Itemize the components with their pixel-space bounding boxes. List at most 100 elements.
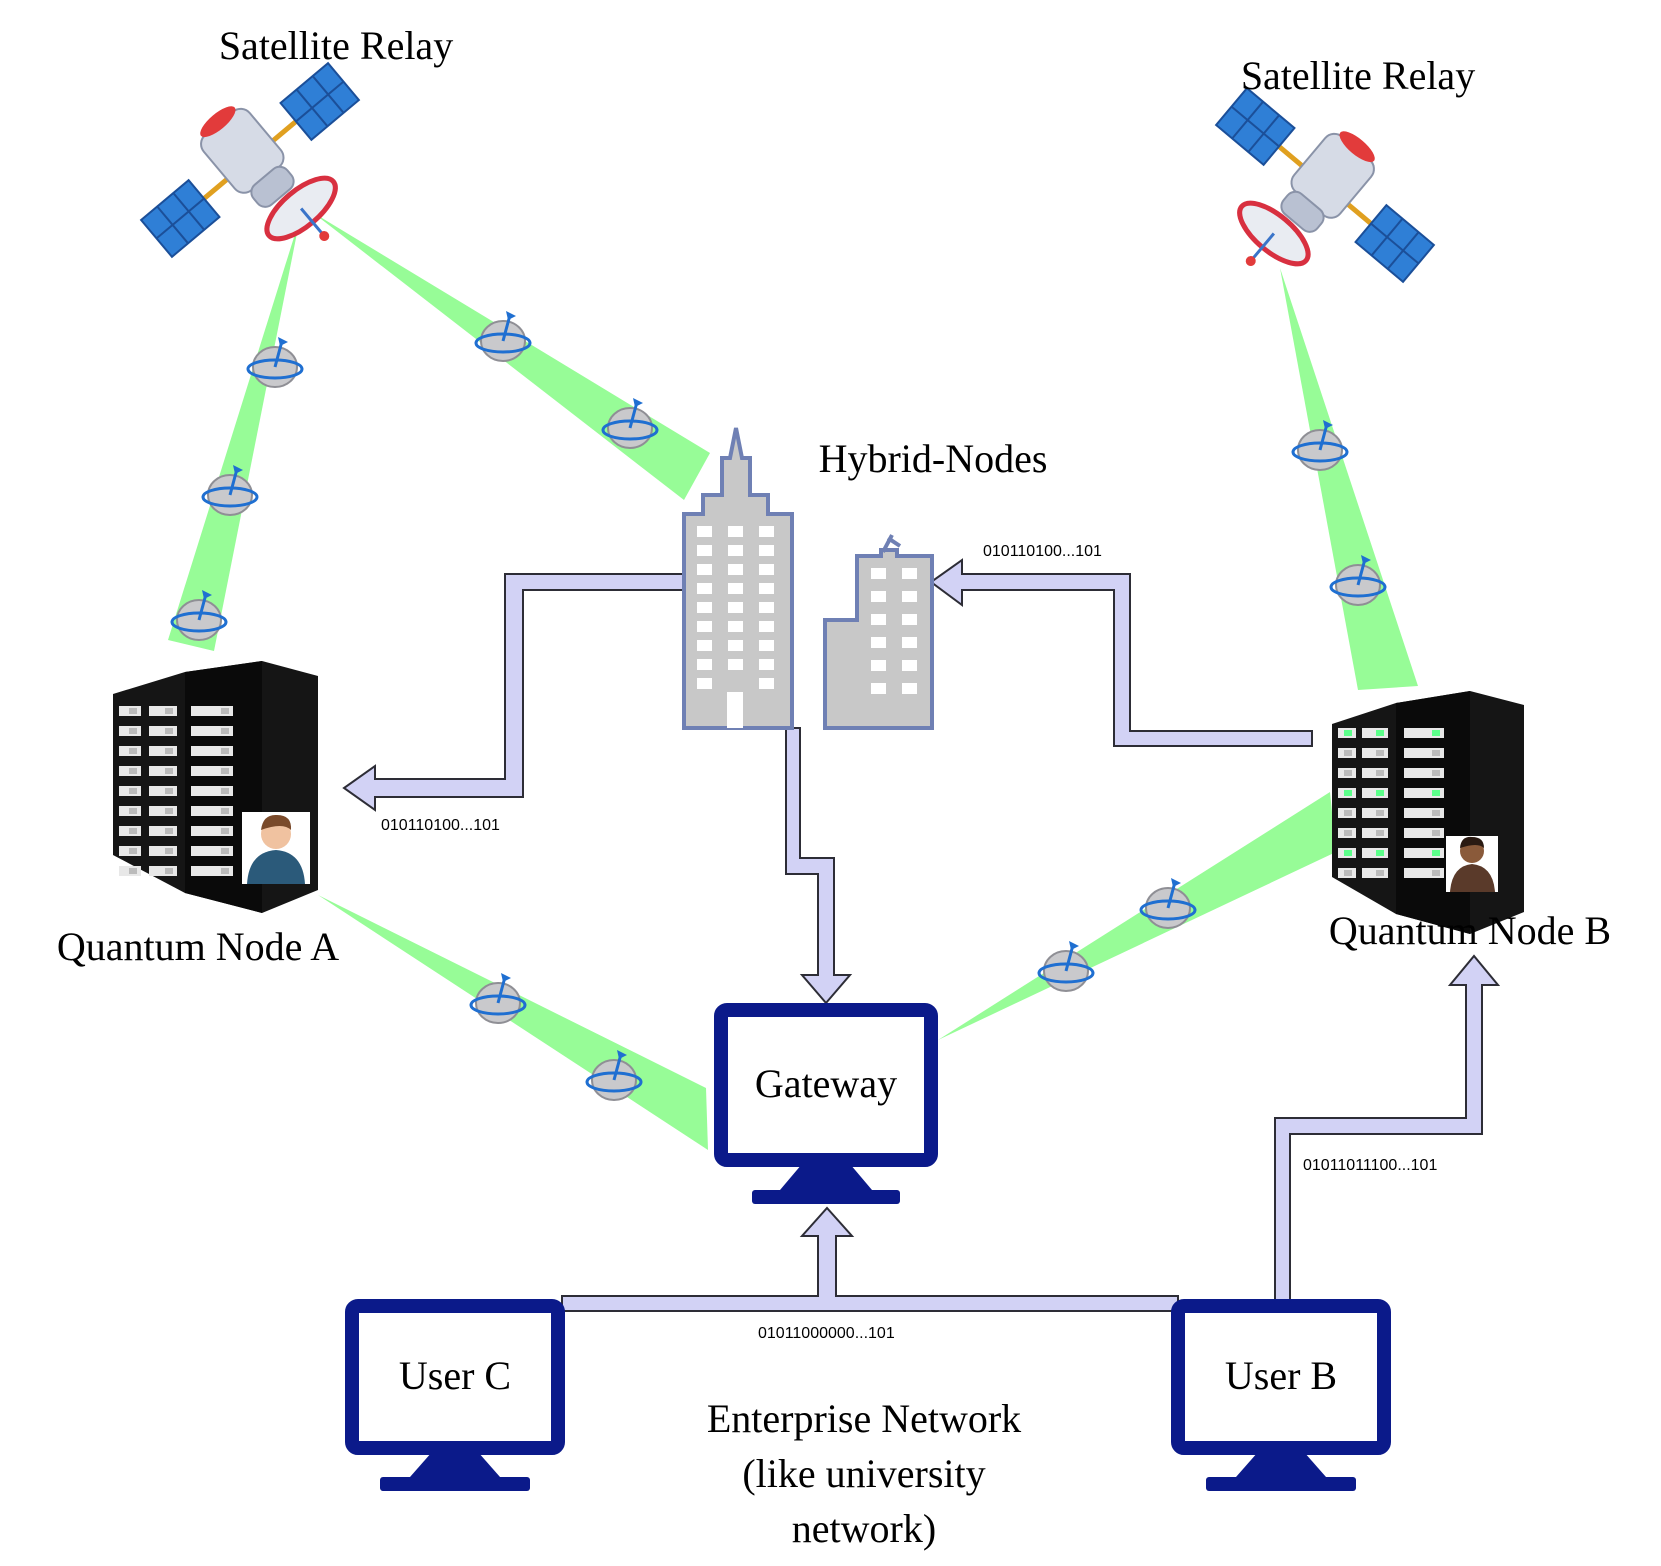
server-slot — [149, 786, 177, 796]
building-window — [871, 591, 886, 602]
hybrid-nodes-label: Hybrid-Nodes — [819, 436, 1048, 481]
building-window — [728, 545, 743, 556]
building-window — [697, 526, 712, 537]
server-light — [129, 748, 137, 754]
building-window — [759, 545, 774, 556]
server-slot — [1362, 728, 1388, 738]
satellite-right-label: Satellite Relay — [1241, 53, 1475, 98]
user-b-monitor[interactable]: User B — [1171, 1299, 1391, 1491]
server-light — [1376, 810, 1384, 816]
building-window — [697, 659, 712, 670]
building-window — [728, 526, 743, 537]
building-window — [871, 614, 886, 625]
bitstring-user-b-to-node-b: 01011011100...101 — [1303, 1157, 1437, 1174]
server-light — [1432, 850, 1440, 856]
server-light — [221, 788, 229, 794]
bitstring-users-to-gateway: 01011000000...101 — [758, 1325, 895, 1342]
building-window — [902, 637, 917, 648]
server-light — [129, 828, 137, 834]
server-rack-node-b-icon — [1332, 691, 1524, 934]
building-window — [759, 526, 774, 537]
server-slot — [191, 786, 233, 796]
server-slot — [149, 706, 177, 716]
server-slot — [1404, 808, 1444, 818]
building-window — [697, 583, 712, 594]
server-slot — [191, 706, 233, 716]
user-b-label: User B — [1225, 1353, 1337, 1398]
server-slot — [149, 726, 177, 736]
building-window — [871, 660, 886, 671]
enterprise-label-line-2: (like university — [742, 1451, 985, 1496]
beam-sat-left-to-node-a — [168, 218, 300, 651]
server-light — [1432, 830, 1440, 836]
building-window — [697, 602, 712, 613]
building-window — [902, 660, 917, 671]
small-building-icon — [823, 534, 934, 730]
satellite-left-icon — [139, 61, 361, 259]
server-light — [1344, 870, 1352, 876]
server-slot — [1362, 808, 1388, 818]
server-slot — [191, 746, 233, 756]
server-light — [1376, 790, 1384, 796]
server-light — [1432, 730, 1440, 736]
server-slot — [191, 806, 233, 816]
server-light — [221, 728, 229, 734]
building-window — [697, 678, 712, 689]
server-slot — [1362, 748, 1388, 758]
server-light — [221, 708, 229, 714]
server-light — [129, 808, 137, 814]
user-b-stand — [1236, 1452, 1326, 1477]
server-slot — [149, 806, 177, 816]
building-window — [902, 614, 917, 625]
flow-arrow-node-b-to-hybrid — [929, 558, 1313, 747]
building-window — [728, 659, 743, 670]
user-c-label: User C — [399, 1353, 511, 1398]
server-slot — [191, 866, 233, 876]
server-rack-node-a-icon — [113, 661, 318, 913]
server-slot — [1404, 728, 1444, 738]
satellite-right-icon — [1214, 86, 1436, 284]
gateway-monitor[interactable]: Gateway — [714, 1003, 938, 1204]
user-b-screen — [1171, 1299, 1391, 1455]
server-light — [1344, 730, 1352, 736]
building-window — [759, 640, 774, 651]
server-slot — [149, 746, 177, 756]
server-light — [165, 848, 173, 854]
building-window — [697, 640, 712, 651]
building-window — [871, 568, 886, 579]
server-light — [1376, 830, 1384, 836]
building-window — [902, 568, 917, 579]
server-light — [1344, 830, 1352, 836]
server-slot — [1362, 768, 1388, 778]
server-light — [1344, 850, 1352, 856]
server-light — [1344, 750, 1352, 756]
building-window — [728, 583, 743, 594]
building-window — [697, 545, 712, 556]
enterprise-label-line-1: Enterprise Network — [707, 1396, 1021, 1441]
enterprise-network-label: Enterprise Network (like university netw… — [707, 1396, 1021, 1551]
server-light — [221, 808, 229, 814]
quantum-node-a-label: Quantum Node A — [57, 924, 339, 969]
server-light — [165, 708, 173, 714]
server-light — [165, 828, 173, 834]
quantum-node-b-label: Quantum Node B — [1329, 908, 1611, 953]
building-window — [759, 659, 774, 670]
server-slot — [1404, 868, 1444, 878]
server-light — [221, 868, 229, 874]
satellite-left-label: Satellite Relay — [219, 23, 453, 68]
server-light — [1432, 770, 1440, 776]
server-slot — [149, 846, 177, 856]
server-light — [1344, 810, 1352, 816]
bitstring-to-node-a: 010110100...101 — [381, 817, 500, 834]
server-light — [1432, 810, 1440, 816]
server-light — [165, 788, 173, 794]
server-light — [1376, 850, 1384, 856]
building-window — [728, 564, 743, 575]
user-c-monitor[interactable]: User C — [345, 1299, 565, 1491]
beam-gateway-to-node-b — [938, 792, 1336, 1040]
server-light — [1432, 750, 1440, 756]
server-slot — [1404, 828, 1444, 838]
server-light — [221, 768, 229, 774]
server-slot — [149, 866, 177, 876]
user-b-base — [1206, 1477, 1356, 1491]
